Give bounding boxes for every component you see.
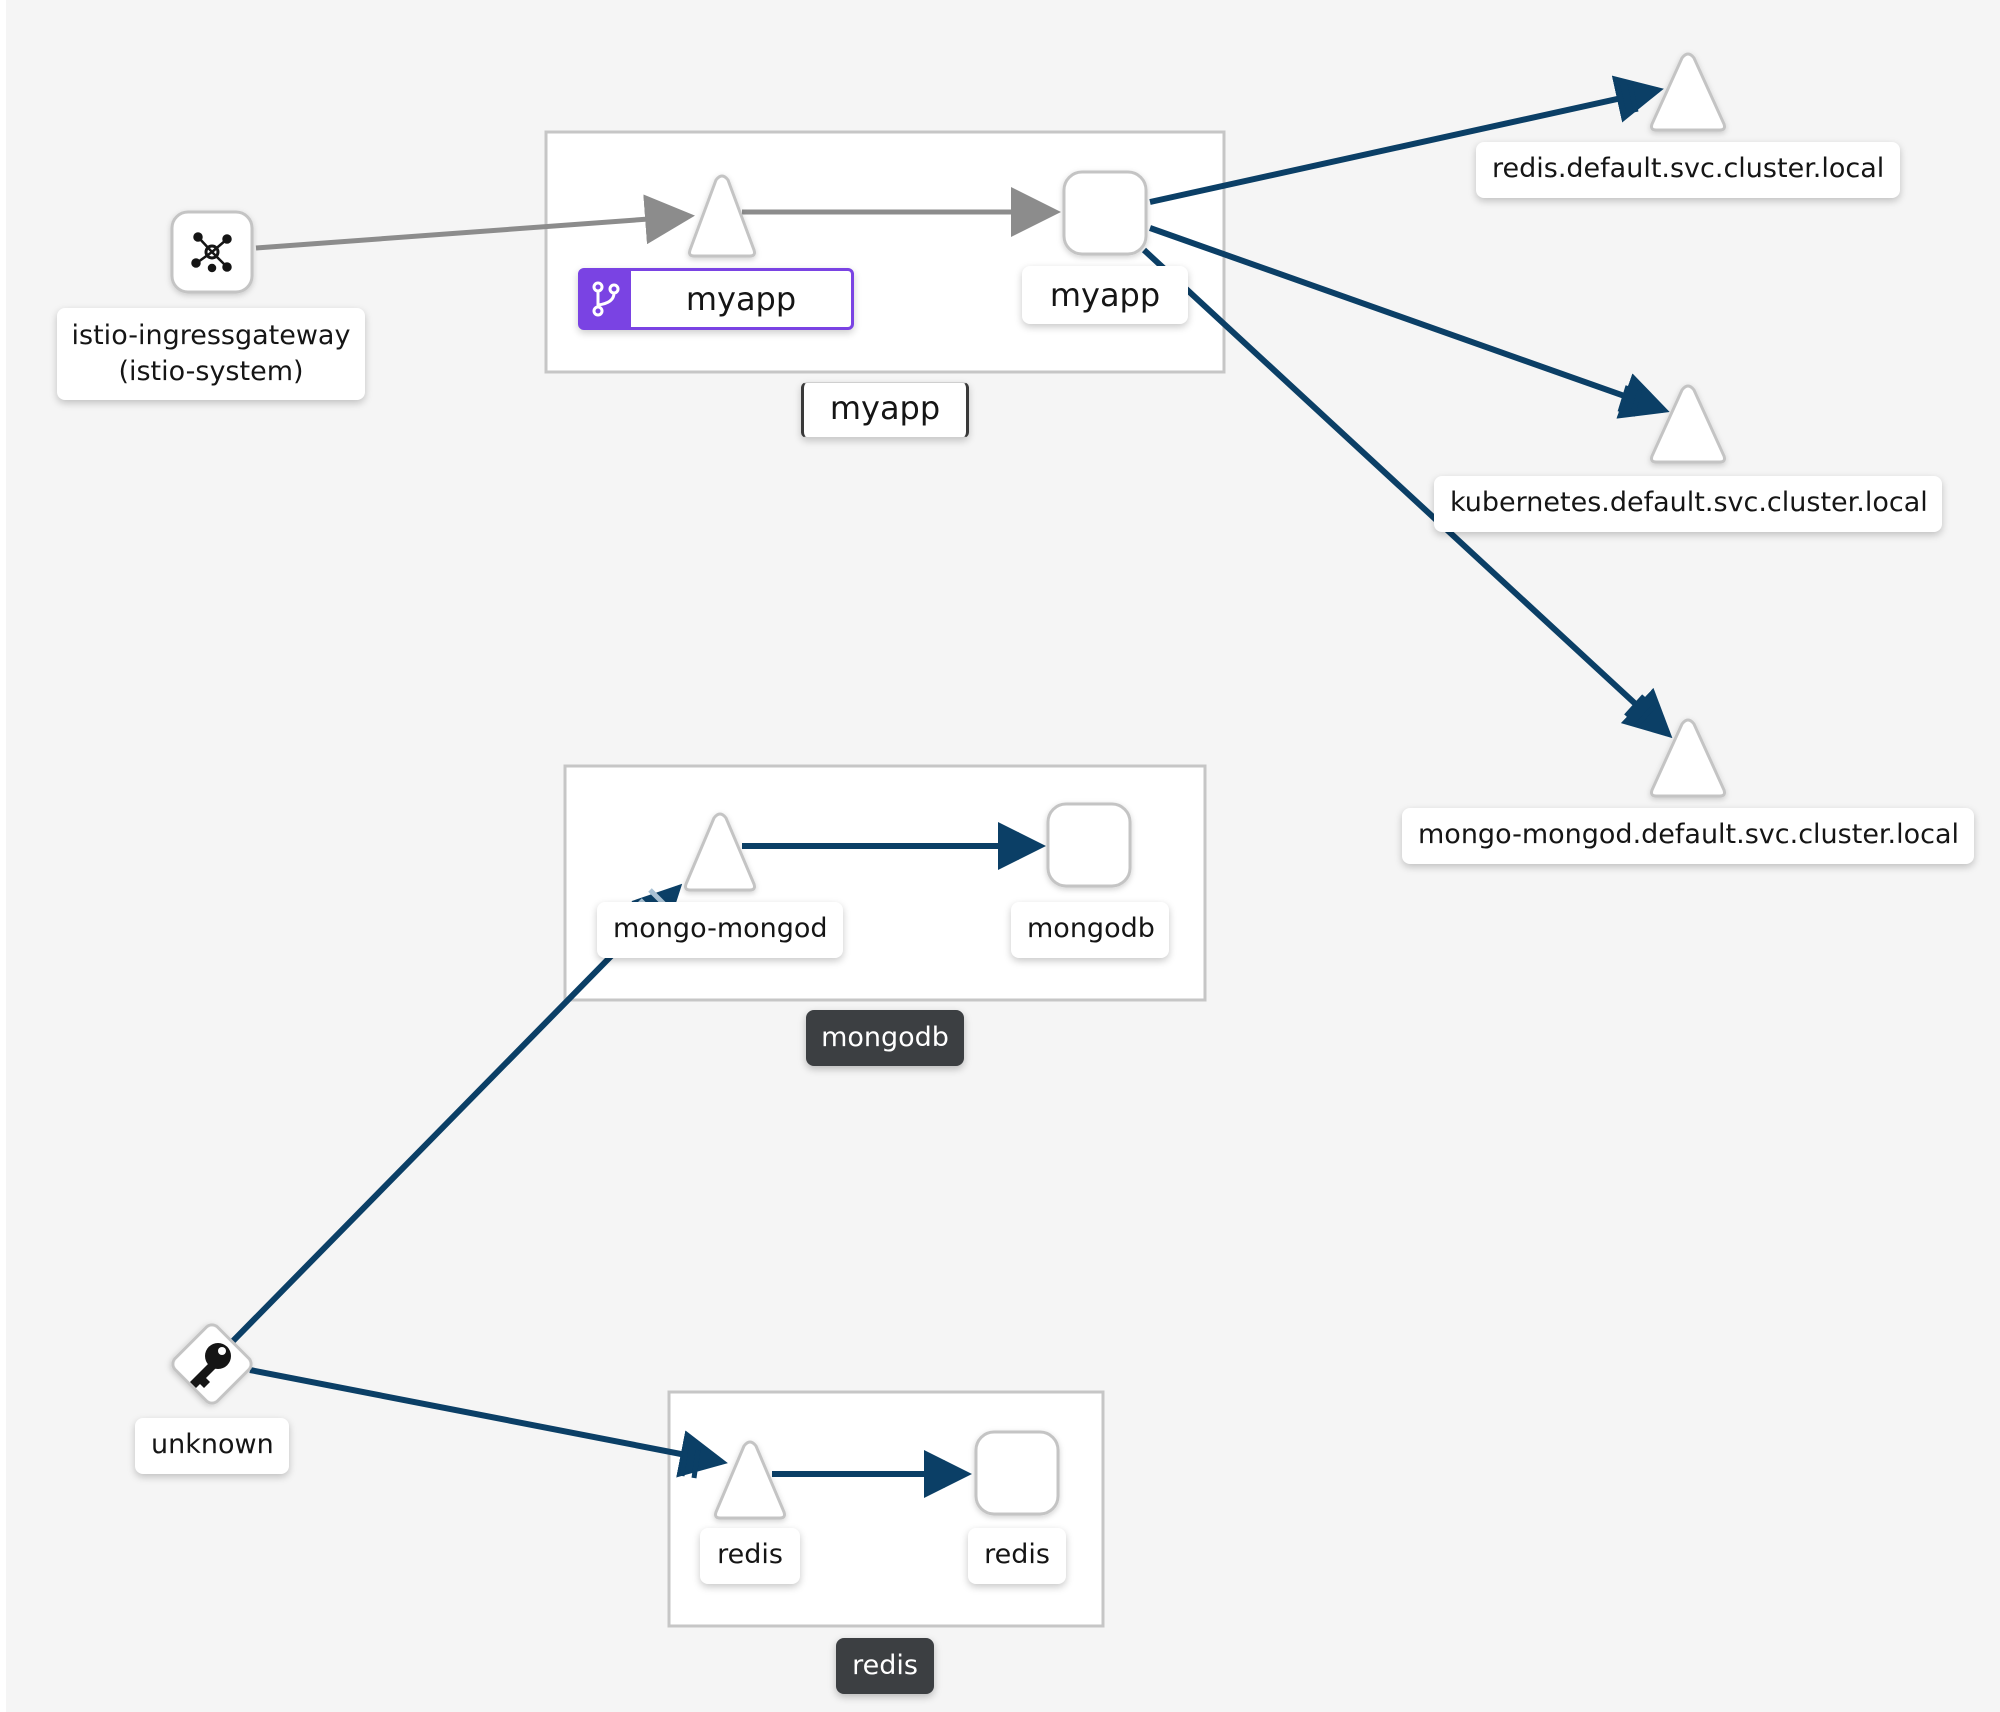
edge-myapp-to-kubernetes-svc[interactable] <box>1148 225 1670 419</box>
redis-default-svc-label: redis.default.svc.cluster.local <box>1476 142 1900 198</box>
branch-icon <box>581 271 631 327</box>
redis-box-label[interactable]: redis <box>836 1638 934 1694</box>
ingress-gateway-name: istio-ingressgateway <box>71 320 351 351</box>
key-icon <box>190 1343 231 1388</box>
mongodb-box-label[interactable]: mongodb <box>806 1010 964 1066</box>
myapp-version-label: myapp <box>685 280 797 318</box>
edge-myapp-to-mongo-svc[interactable] <box>1141 247 1673 739</box>
myapp-workload-label: myapp <box>1022 266 1188 324</box>
kubernetes-default-svc-label: kubernetes.default.svc.cluster.local <box>1434 476 1942 532</box>
redis-default-svc-node[interactable] <box>1650 52 1726 132</box>
redis-workload-node[interactable] <box>974 1430 1060 1516</box>
kubernetes-default-svc-node[interactable] <box>1650 384 1726 464</box>
edge-myapp-to-redis-svc[interactable] <box>1149 75 1664 205</box>
redis-service-label: redis <box>700 1528 800 1584</box>
mongodb-workload-label: mongodb <box>1011 902 1169 958</box>
unknown-label: unknown <box>135 1418 289 1474</box>
mongodb-workload-node[interactable] <box>1046 802 1132 888</box>
canvas-edge <box>0 0 6 1712</box>
edge-unknown-to-redis-service[interactable] <box>249 1367 728 1478</box>
myapp-workload-node[interactable] <box>1062 170 1148 256</box>
ingress-gateway-label: istio-ingressgateway (istio-system) <box>57 308 365 400</box>
mongo-mongod-service-node[interactable] <box>684 812 756 892</box>
edge-ingress-to-myapp-service[interactable] <box>255 194 695 251</box>
edge-unknown-to-mongo-service[interactable] <box>229 883 683 1345</box>
mongo-mongod-service-label: mongo-mongod <box>597 902 843 958</box>
myapp-version-badge[interactable]: myapp <box>578 268 854 330</box>
mtls-marks <box>679 83 1656 1488</box>
redis-service-node[interactable] <box>714 1440 786 1520</box>
mongo-mongod-default-svc-node[interactable] <box>1650 718 1726 798</box>
myapp-box-label[interactable]: myapp <box>801 382 969 438</box>
myapp-service-node[interactable] <box>688 174 756 258</box>
mongo-mongod-default-svc-label: mongo-mongod.default.svc.cluster.local <box>1402 808 1974 864</box>
gateway-icon <box>191 232 232 273</box>
redis-workload-label: redis <box>968 1528 1066 1584</box>
ingress-gateway-namespace: (istio-system) <box>118 356 304 387</box>
